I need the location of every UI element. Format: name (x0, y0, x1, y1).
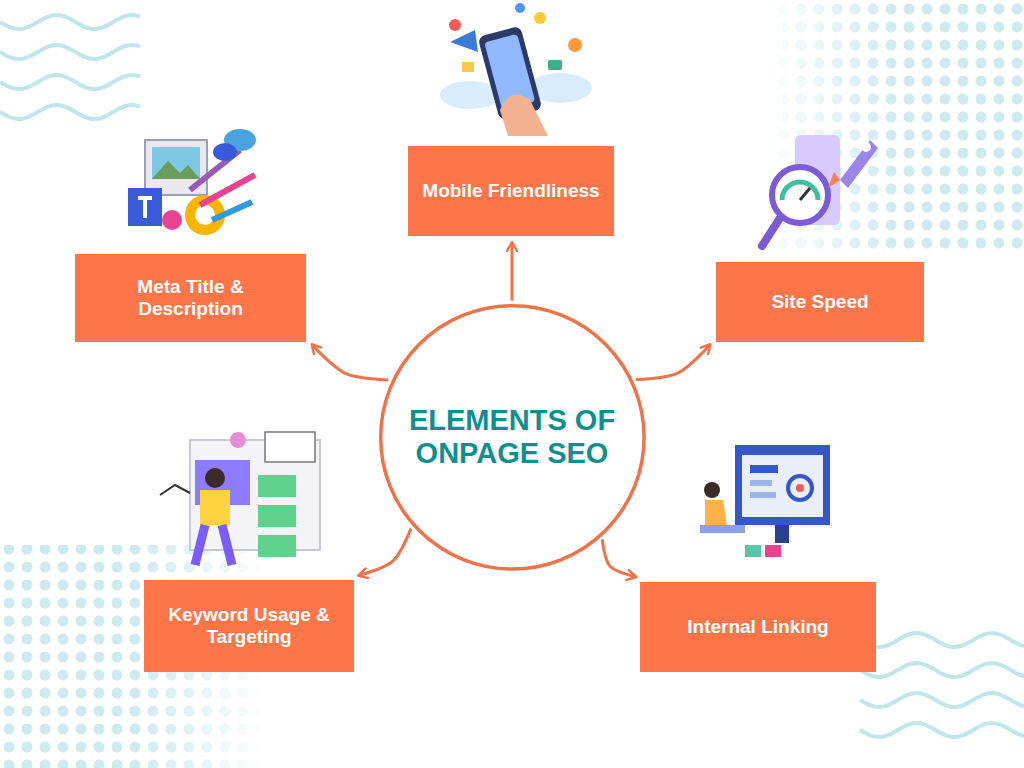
topic-label: Mobile Friendliness (422, 180, 599, 202)
seo-monitor-illustration (750, 480, 772, 486)
seo-monitor-illustration (742, 455, 823, 517)
phone-illustration (462, 62, 474, 72)
topic-box: Mobile Friendliness (408, 146, 614, 236)
meta-illustration (128, 188, 162, 226)
speed-illustration (782, 182, 818, 200)
keyword-illustration (160, 485, 190, 495)
phone-illustration (515, 3, 525, 13)
topic-label: Keyword Usage & Targeting (158, 604, 340, 648)
meta-illustration (152, 147, 200, 179)
arrow-connector (511, 243, 514, 301)
seo-monitor-illustration (750, 492, 776, 498)
seo-monitor-illustration (735, 445, 830, 525)
topic-box: Site Speed (716, 262, 924, 342)
speed-illustration (861, 142, 871, 152)
keyword-illustration (265, 432, 315, 462)
keyword-illustration (195, 525, 232, 565)
phone-illustration (568, 38, 582, 52)
wave-lines (0, 15, 140, 29)
topic-label: Meta Title & Description (89, 276, 292, 320)
speed-illustration (800, 188, 810, 200)
arrow-connector (602, 539, 635, 577)
seo-monitor-illustration (700, 445, 830, 557)
center-circle: ELEMENTS OF ONPAGE SEO (378, 303, 647, 572)
meta-illustration (213, 143, 237, 161)
seo-monitor-illustration (796, 484, 804, 492)
meta-illustration (128, 129, 256, 235)
seo-monitor-illustration (765, 545, 781, 557)
wave-lines (0, 105, 140, 119)
wave-lines (0, 45, 140, 59)
wave-lines (860, 663, 1024, 677)
seo-monitor-illustration (700, 525, 745, 533)
meta-illustration (200, 175, 255, 205)
wave-lines (0, 15, 1024, 737)
meta-illustration (162, 210, 182, 230)
wave-lines (860, 723, 1024, 737)
meta-illustration (143, 196, 147, 218)
topic-box: Meta Title & Description (75, 254, 306, 342)
wave-lines (860, 693, 1024, 707)
wave-lines (0, 75, 140, 89)
phone-illustration (500, 94, 548, 136)
speed-illustration (762, 218, 780, 246)
keyword-illustration (258, 505, 296, 527)
speed-illustration (840, 140, 878, 188)
seo-monitor-illustration (745, 545, 761, 557)
circle-outline (380, 305, 643, 568)
keyword-illustration (200, 490, 230, 525)
topic-box: Keyword Usage & Targeting (144, 580, 354, 672)
keyword-illustration (230, 432, 246, 448)
topic-label: Internal Linking (687, 616, 828, 638)
phone-illustration (450, 30, 478, 52)
diagram-title: ELEMENTS OF ONPAGE SEO (405, 404, 620, 471)
speed-illustration (762, 135, 878, 246)
arrow-connector (312, 345, 388, 380)
dot-pattern (760, 0, 900, 250)
seo-monitor-illustration (705, 500, 727, 525)
wave-lines (860, 633, 1024, 647)
speed-illustration (828, 172, 840, 188)
phone-illustration (449, 19, 461, 31)
phone-illustration (440, 3, 592, 136)
seo-monitor-illustration (704, 482, 720, 498)
topic-box: Internal Linking (640, 582, 876, 672)
meta-illustration (152, 161, 200, 179)
phone-illustration (548, 60, 562, 70)
seo-monitor-illustration (750, 465, 778, 473)
topic-label: Site Speed (771, 291, 868, 313)
keyword-illustration (258, 475, 296, 497)
arrow-connector (636, 345, 710, 379)
seo-monitor-illustration (788, 476, 812, 500)
keyword-illustration (160, 432, 320, 565)
keyword-illustration (258, 535, 296, 557)
phone-illustration (534, 12, 546, 24)
meta-illustration (195, 205, 215, 225)
keyword-illustration (205, 468, 225, 488)
arrow-connector (359, 529, 411, 576)
meta-illustration (212, 202, 252, 220)
seo-monitor-illustration (775, 525, 789, 543)
